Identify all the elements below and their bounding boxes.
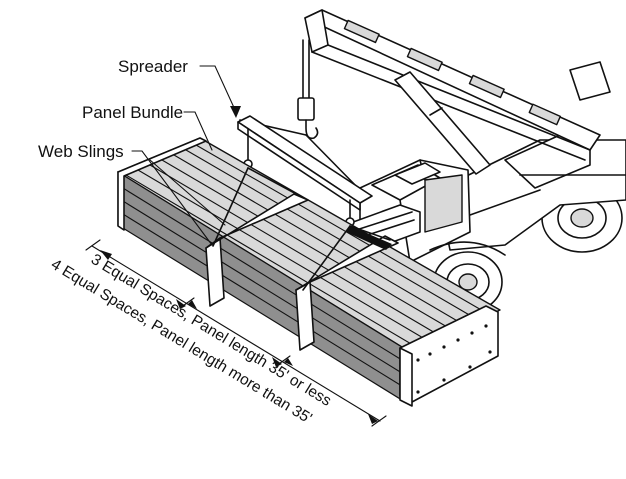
counterweight: [569, 61, 611, 101]
sling-band-left: [205, 237, 225, 307]
spreader-label: Spreader: [118, 57, 188, 76]
end-cap-bolts: [416, 324, 492, 394]
crane-boom: [304, 9, 601, 175]
crane-hook-icon: [239, 39, 361, 191]
panel-side-ribs: [117, 184, 411, 392]
spreader-bar-icon: [237, 115, 373, 227]
panel-bundle-icon: [117, 137, 501, 407]
dimension-arrow-icon: [85, 239, 387, 427]
panel-bundle-label: Panel Bundle: [82, 103, 183, 122]
label-leaders: [131, 65, 241, 246]
web-slings-label: Web Slings: [38, 142, 124, 161]
crane-truck-icon: [304, 9, 626, 313]
web-sling-icon: [205, 167, 399, 351]
sling-band-right: [295, 281, 315, 351]
